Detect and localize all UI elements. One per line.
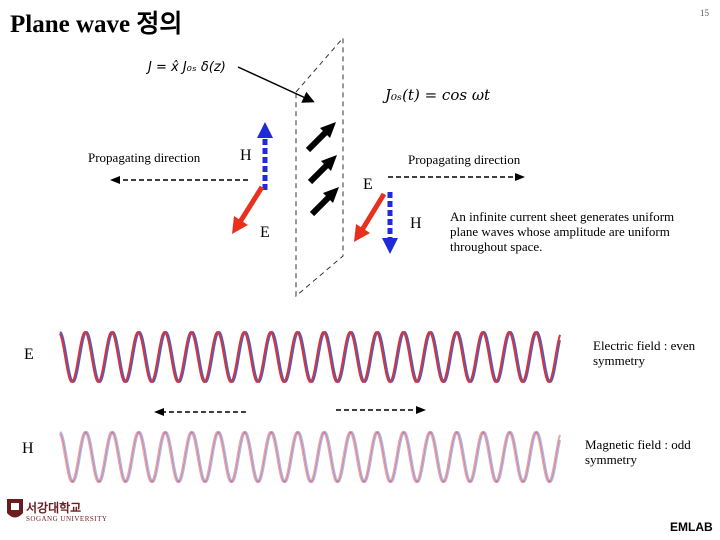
right-e-label: E	[363, 176, 373, 193]
magnetic-field-wave	[59, 430, 561, 484]
current-sheet	[295, 36, 344, 298]
current-arrow-bottom	[309, 187, 339, 217]
right-propagation-arrow	[388, 173, 525, 181]
right-propagation-label: Propagating direction	[408, 152, 521, 167]
equation-pointer-arrow	[237, 66, 315, 103]
magnetic-symmetry-note: Magnetic field : odd symmetry	[585, 437, 691, 467]
magnetic-row-label: H	[22, 440, 34, 457]
electric-row-label: E	[24, 346, 34, 363]
electric-wave-red	[59, 330, 561, 384]
university-subtitle: SOGANG UNIVERSITY	[26, 515, 108, 523]
current-arrow-top	[305, 122, 336, 153]
left-propagation-label: Propagating direction	[88, 150, 201, 165]
electric-field-wave	[59, 330, 561, 384]
right-h-label: H	[410, 215, 422, 232]
electric-wave-blue	[59, 330, 561, 384]
left-propagation-arrow	[110, 176, 248, 184]
university-seal-icon	[7, 499, 23, 518]
right-e-field-arrow	[354, 192, 387, 242]
university-name: 서강대학교	[26, 501, 82, 515]
left-e-field-arrow	[232, 185, 265, 234]
page-title: Plane wave 정의	[10, 11, 183, 38]
left-e-label: E	[260, 224, 270, 241]
wave-right-propagation-arrow	[336, 406, 426, 414]
wave-left-propagation-arrow	[154, 408, 246, 416]
current-arrow-middle	[307, 155, 337, 185]
left-h-label: H	[240, 147, 252, 164]
time-dependence-equation: J₀ₛ(t) = cos ωt	[385, 86, 491, 104]
current-sheet-equation: J = x̂ J₀ₛ δ(z)	[148, 60, 226, 75]
current-sheet-description: An infinite current sheet generates unif…	[450, 209, 675, 254]
magnetic-wave-red	[59, 430, 561, 484]
right-h-field-arrow	[382, 192, 398, 254]
electric-symmetry-note: Electric field : even symmetry	[593, 338, 696, 368]
left-h-field-arrow	[257, 122, 273, 190]
magnetic-wave-blue	[59, 430, 561, 484]
lab-name: EMLAB	[670, 520, 713, 534]
current-arrows	[305, 122, 339, 217]
page-number: 15	[700, 8, 709, 18]
